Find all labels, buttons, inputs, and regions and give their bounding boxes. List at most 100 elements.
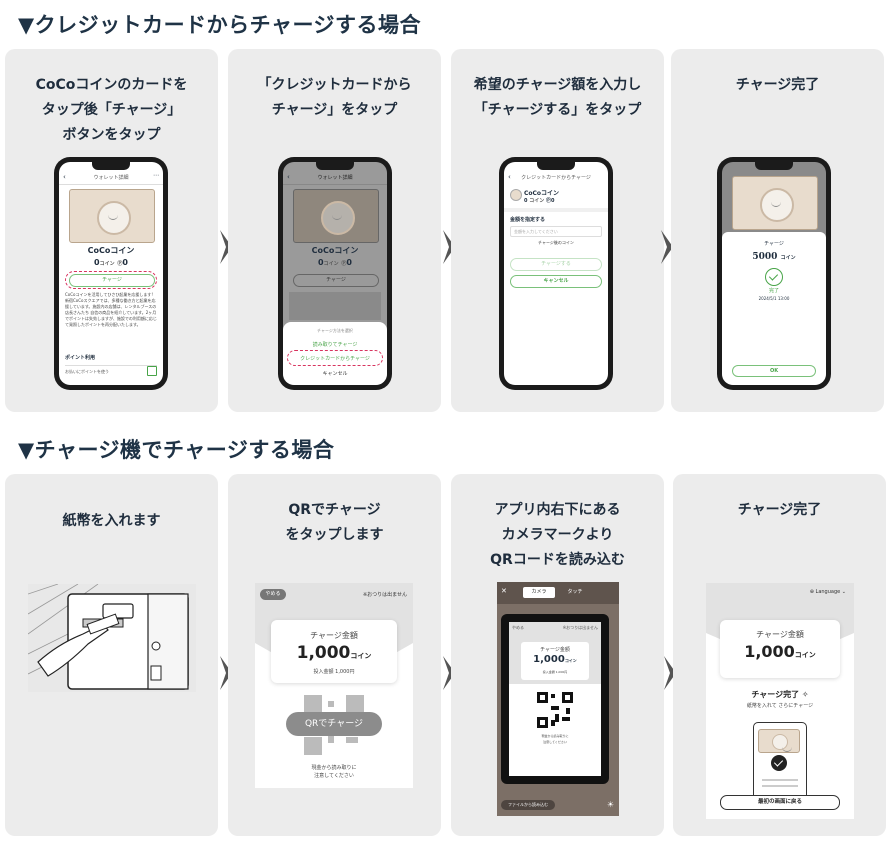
coin-balance: 0コイン Ⓟ0 — [94, 258, 128, 267]
step-text: 「クレジットカードから チャージ」をタップ — [257, 77, 412, 118]
header-title: ウォレット詳細 — [93, 175, 129, 181]
step-card-1: CoCoコインのカードを タップ後「チャージ」 ボタンをタップ ‹ ウォレット詳… — [5, 49, 218, 412]
charge-complete-text: チャージ完了 ✧ — [751, 690, 809, 699]
after-charge-label: チャージ後のコイン — [538, 240, 574, 245]
charge-datetime: 2024/5/1 13:00 — [758, 296, 790, 301]
flash-icon[interactable]: ☀ — [606, 800, 614, 809]
step-card-2: 「クレジットカードから チャージ」をタップ ‹ ウォレット詳細 CoCoコイン … — [228, 49, 441, 412]
step-card-6: QRでチャージ をタップします やめる ※おつりは出ません チャージ金額 1,0… — [228, 474, 441, 836]
amount-label: 金額を指定する — [510, 217, 546, 223]
step-text: QRでチャージ をタップします — [285, 502, 384, 543]
coin-balance: 0コイン Ⓟ0 — [318, 258, 352, 267]
cancel-button[interactable]: キャンセル — [510, 275, 602, 288]
arrow-right-icon — [664, 656, 676, 690]
charge-label: チャージ — [764, 241, 784, 247]
complete-sheet: チャージ 5000 コイン 完了 2024/5/1 13:00 OK — [722, 232, 826, 385]
phone-screen: ‹ ウォレット詳細 ⋯ CoCoコイン 0コイン Ⓟ0 チャージ CoCoコイン… — [59, 162, 163, 385]
charge-button[interactable]: チャージ — [293, 274, 379, 287]
qr-code-icon — [537, 692, 573, 728]
arrow-right-icon — [661, 230, 673, 264]
phone-mockup: ‹ ウォレット詳細 ⋯ CoCoコイン 0コイン Ⓟ0 チャージ CoCoコイン… — [54, 157, 168, 390]
inserted-amount: 投入金額 1,000円 — [313, 669, 355, 675]
arrow-right-icon — [220, 230, 232, 264]
phone-screen: ‹ ウォレット詳細 CoCoコイン 0コイン Ⓟ0 チャージ チャージ方法を選択… — [283, 162, 387, 385]
section-point-use: ポイント利用 — [65, 355, 96, 361]
charge-submit-button[interactable]: チャージする — [510, 258, 602, 271]
arrow-right-icon — [443, 656, 455, 690]
coco-card-image — [732, 176, 818, 230]
amount-input[interactable]: 金額を入力してください — [510, 226, 602, 237]
coco-cat-icon — [97, 201, 131, 235]
step-card-4: チャージ完了 チャージ 5000 コイン 完了 2024/5/1 13:00 O… — [671, 49, 884, 412]
step-text: チャージ完了 — [735, 77, 820, 93]
language-selector[interactable]: ⊕ Language ⌄ — [809, 589, 846, 595]
back-icon[interactable]: ‹ — [508, 173, 511, 181]
phone-screen: ‹ クレジットカードからチャージ CoCoコイン 0 コイン Ⓟ0 金額を指定す… — [504, 162, 608, 385]
mini-amount-card: チャージ金額 1,000コイン 投入金額 1,000円 — [521, 642, 589, 680]
mini-note: ※おつりは出ません — [562, 625, 598, 630]
note-line2: 注意してください — [314, 773, 354, 779]
coin-name: CoCoコイン — [311, 246, 359, 255]
header-title: ウォレット詳細 — [317, 175, 353, 181]
coco-card-image — [69, 189, 155, 243]
bottom-sheet: チャージ方法を選択 読み取りてチャージ クレジットカードからチャージ キャンセル — [283, 322, 387, 385]
back-to-start-button[interactable]: 最初の画面に戻る — [720, 795, 840, 810]
arrow-right-icon — [220, 656, 232, 690]
section-title-credit: ▼クレジットカードからチャージする場合 — [18, 13, 422, 37]
tab-touch[interactable]: タッチ — [567, 589, 583, 595]
amount-label: チャージ金額 — [756, 630, 804, 639]
charge-again-text: 紙幣を入れて さらにチャージ — [746, 703, 814, 709]
ok-button[interactable]: OK — [732, 365, 816, 377]
cancel-button[interactable]: キャンセル — [322, 371, 348, 377]
close-icon[interactable]: ✕ — [501, 587, 507, 595]
option-scan-charge[interactable]: 読み取りてチャージ — [312, 342, 358, 348]
camera-screen: ✕ カメラ タッチ やめる ※おつりは出ません チャージ金額 1,000コイン … — [497, 582, 619, 816]
sheet-title: チャージ方法を選択 — [317, 328, 353, 333]
check-icon — [771, 755, 787, 771]
step-text: 希望のチャージ額を入力し 「チャージする」をタップ — [473, 77, 642, 118]
kiosk-screen: やめる ※おつりは出ません チャージ金額 1,000コイン 投入金額 1,000… — [255, 583, 413, 788]
step-card-5: 紙幣を入れます — [5, 474, 218, 836]
kiosk-machine-illustration — [28, 584, 196, 692]
phone-mockup: ‹ クレジットカードからチャージ CoCoコイン 0 コイン Ⓟ0 金額を指定す… — [499, 157, 613, 390]
back-icon[interactable]: ‹ — [287, 173, 290, 181]
header-title: クレジットカードからチャージ — [521, 175, 591, 181]
highlight-credit — [287, 350, 383, 366]
file-load-button[interactable]: ファイルから読み込む — [501, 800, 555, 810]
highlight-charge — [65, 271, 157, 289]
section-title-kiosk: ▼チャージ機でチャージする場合 — [18, 438, 335, 462]
step-text: 紙幣を入れます — [62, 513, 161, 529]
amount-value: 1,000コイン — [744, 642, 816, 661]
amount-card: チャージ金額 1,000コイン 投入金額 1,000円 — [271, 620, 397, 683]
step-card-8: チャージ完了 ⊕ Language ⌄ チャージ金額 1,000コイン チャージ… — [673, 474, 886, 836]
coin-avatar — [510, 189, 522, 201]
back-icon[interactable]: ‹ — [63, 173, 66, 181]
coco-card-image — [293, 189, 379, 243]
description-text: CoCoコインを活用してひさひ起業を応援します! 新宿CoCoスクエアでは、多種… — [65, 292, 157, 327]
no-change-note: ※おつりは出ません — [362, 592, 407, 598]
charge-amount: 5000 コイン — [752, 252, 796, 262]
phone-screen: チャージ 5000 コイン 完了 2024/5/1 13:00 OK — [722, 162, 826, 385]
phone-mockup: ‹ ウォレット詳細 CoCoコイン 0コイン Ⓟ0 チャージ チャージ方法を選択… — [278, 157, 392, 390]
phone-mockup: チャージ 5000 コイン 完了 2024/5/1 13:00 OK — [717, 157, 831, 390]
point-input[interactable]: お払いにポイントを使う — [65, 365, 157, 376]
coco-card-image — [758, 729, 800, 753]
coin-name: CoCoコイン — [87, 246, 135, 255]
coco-cat-icon — [760, 188, 794, 222]
kiosk-tablet: やめる ※おつりは出ません チャージ金額 1,000コイン 投入金額 1,000… — [501, 614, 609, 784]
note-line1: 現金から読み取りに — [311, 765, 357, 771]
amount-label: チャージ金額 — [310, 631, 358, 640]
step-card-3: 希望のチャージ額を入力し 「チャージする」をタップ ‹ クレジットカードからチャ… — [451, 49, 664, 412]
amount-card: チャージ金額 1,000コイン — [720, 620, 840, 678]
more-icon[interactable]: ⋯ — [153, 172, 159, 179]
wedge-shape — [255, 643, 413, 703]
arrow-right-icon — [443, 230, 455, 264]
coin-name: CoCoコイン — [524, 190, 560, 197]
quit-button[interactable]: やめる — [260, 589, 286, 600]
option-credit-charge[interactable]: クレジットカードからチャージ — [300, 356, 370, 362]
coco-cat-icon — [321, 201, 355, 235]
tab-camera[interactable]: カメラ — [523, 587, 555, 598]
qr-scan-icon[interactable] — [147, 366, 157, 376]
complete-screen: ⊕ Language ⌄ チャージ金額 1,000コイン チャージ完了 ✧ 紙幣… — [706, 583, 854, 819]
qr-charge-button[interactable]: QRでチャージ — [286, 712, 382, 736]
